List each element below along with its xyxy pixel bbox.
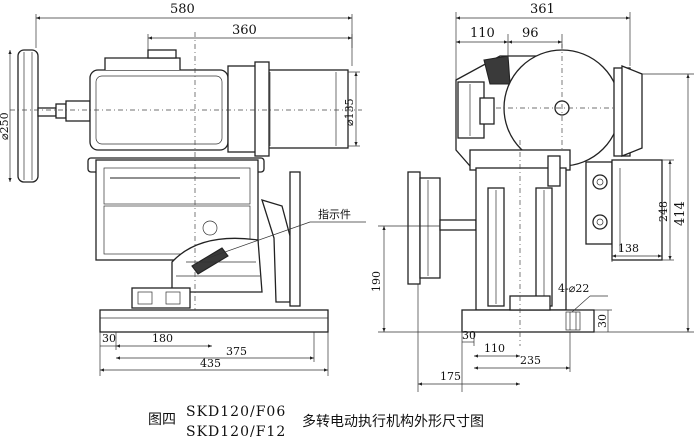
dim-248: 248 — [657, 159, 674, 261]
right-terminal-box — [613, 65, 643, 157]
dim-30-right: 30 — [594, 309, 612, 332]
upper-housing — [89, 49, 229, 151]
dim-360-text: 360 — [232, 23, 257, 38]
dim-435-text: 435 — [200, 357, 221, 370]
dim-110-bottom-text: 110 — [484, 342, 505, 355]
dim-190-text: 190 — [370, 271, 383, 292]
dim-110-top-text: 110 — [470, 26, 495, 41]
model-line-1: SKD120/F06 — [186, 404, 286, 420]
dim-110-96: 110 96 — [456, 26, 563, 60]
right-bracket — [585, 159, 663, 261]
support-column — [261, 171, 301, 307]
dim-base-30: 30 — [99, 332, 117, 376]
dim-375-text: 375 — [226, 345, 247, 358]
dim-375: 375 — [116, 332, 315, 362]
dim-30-right-text: 30 — [596, 314, 609, 328]
right-lower-body — [469, 149, 571, 311]
dim-left-30-text: 30 — [102, 332, 116, 345]
figure-label: 图四 — [148, 412, 176, 428]
figure-description: 多转电动执行机构外形尺寸图 — [302, 413, 484, 430]
dim-361-text: 361 — [530, 2, 555, 17]
indicator-label: 指示件 — [318, 207, 351, 221]
dim-235-text: 235 — [520, 354, 541, 367]
motor — [227, 61, 349, 157]
dim-175: 175 — [417, 284, 520, 392]
indicator-callout: 指示件 — [207, 207, 366, 259]
dim-361: 361 — [455, 2, 631, 80]
dim-414-text: 414 — [673, 201, 688, 226]
model-line-2: SKD120/F12 — [186, 424, 286, 440]
dim-580: 580 — [35, 2, 353, 66]
right-handwheel — [407, 171, 477, 285]
dim-175-text: 175 — [440, 370, 461, 383]
dim-135-text: ⌀135 — [343, 98, 356, 126]
dim-96-text: 96 — [522, 26, 539, 41]
indicator-dome — [171, 220, 263, 293]
dim-138-text: 138 — [618, 242, 639, 255]
dim-110-bottom: 110 — [474, 342, 520, 358]
dim-250: ⌀250 — [0, 50, 12, 182]
dim-30-bottom-text: 30 — [462, 329, 476, 342]
dim-138: 138 — [611, 242, 662, 262]
left-base-plate — [99, 309, 329, 333]
lower-support — [131, 287, 191, 309]
dim-135: ⌀135 — [343, 71, 360, 147]
left-view: 580 360 ⌀250 ⌀135 指示件 — [0, 2, 366, 376]
dim-30-bottom: 30 — [461, 329, 476, 392]
dim-250-text: ⌀250 — [0, 112, 11, 140]
dim-435: 435 — [100, 332, 329, 376]
dim-190: 190 — [370, 225, 462, 333]
caption: 图四 SKD120/F06 SKD120/F12 多转电动执行机构外形尺寸图 — [148, 404, 484, 440]
dim-360: 360 — [147, 23, 353, 50]
dim-180: 180 — [116, 332, 212, 348]
dim-180-text: 180 — [152, 332, 173, 345]
dim-414: 414 — [594, 73, 694, 333]
dim-235: 235 — [474, 332, 571, 372]
lower-housing — [87, 157, 265, 261]
right-view: 361 110 96 414 248 138 — [370, 2, 694, 392]
dim-248-text: 248 — [657, 201, 670, 222]
handwheel — [17, 49, 91, 183]
right-base-plate — [461, 295, 595, 333]
dim-holes-text: 4-⌀22 — [558, 282, 589, 295]
dim-holes: 4-⌀22 — [558, 282, 608, 313]
dim-580-text: 580 — [170, 2, 195, 17]
